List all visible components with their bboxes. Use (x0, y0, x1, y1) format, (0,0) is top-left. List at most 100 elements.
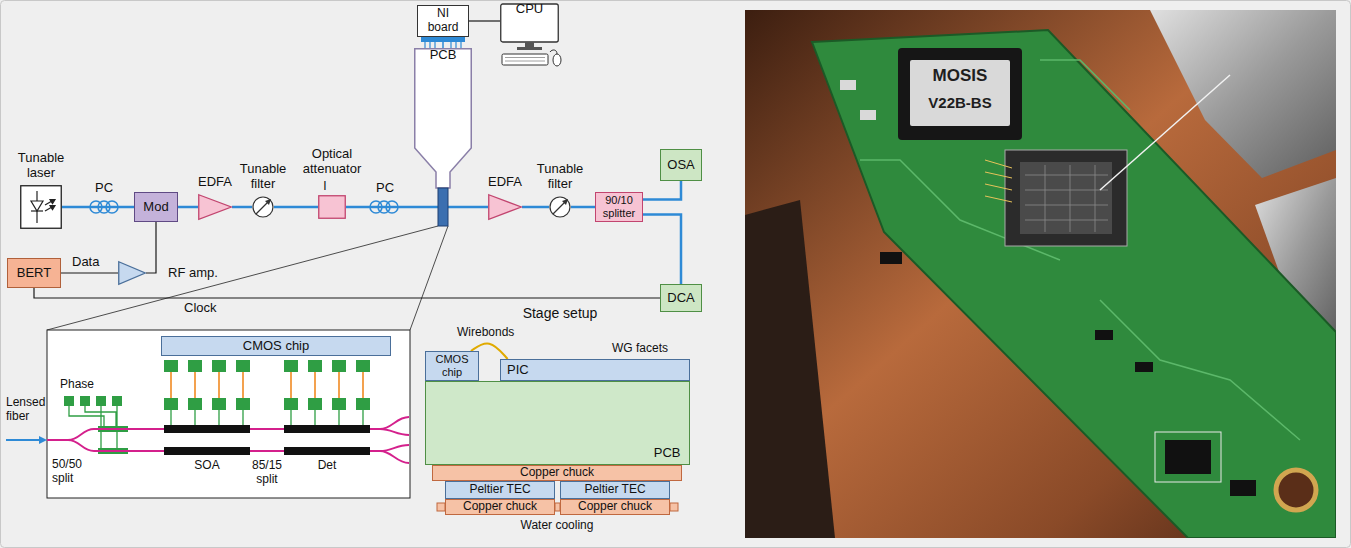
photo (745, 10, 1336, 538)
node-label: CMOS chip (243, 339, 309, 354)
optical-fiber (1100, 75, 1230, 190)
polarization-controller (106, 201, 118, 213)
node-label: CPU (500, 2, 559, 17)
signal-label: Clock (182, 301, 219, 316)
bond-pad (356, 360, 370, 372)
optical-fiber (346, 206, 438, 209)
tec-box: Peltier TEC (445, 481, 555, 499)
instrument-box: DCA (660, 284, 702, 312)
bond-pad (64, 396, 74, 406)
node-label: EDFA (198, 175, 232, 190)
instrument-box: OSA (660, 149, 702, 181)
ribbon-connector (421, 37, 465, 48)
optical-fiber (522, 206, 549, 209)
chip-package (898, 48, 1022, 140)
bond-pad (284, 360, 298, 372)
filter-symbol (252, 196, 274, 218)
attenuator-box (318, 195, 346, 219)
chip-box: CMOS chip (161, 336, 391, 356)
node-label: Optical attenuator (296, 147, 368, 177)
optical-fiber (643, 215, 681, 285)
chuck-box: Copper chuck (445, 499, 555, 515)
probe-tip (1150, 10, 1336, 178)
photonic-chip (438, 188, 448, 226)
soa-detector-electrode (284, 447, 370, 455)
filter-symbol: Tunable filter (235, 162, 291, 218)
chip-box: CMOS chip (425, 351, 479, 381)
bond-pad (212, 360, 226, 372)
part-label: SOA (194, 459, 219, 473)
bond-pad (164, 360, 178, 372)
optical-fiber (571, 206, 595, 209)
bond-wires (985, 160, 1012, 202)
phase-electrode (98, 426, 128, 454)
node-label: 90/10 splitter (598, 194, 640, 219)
node-label: PCB (654, 446, 681, 461)
amplifier-symbol (118, 261, 146, 285)
optical-fiber (448, 206, 488, 209)
zoom-line (47, 226, 438, 330)
signal-wire (34, 288, 660, 298)
filter-symbol (252, 196, 274, 218)
component (1165, 440, 1211, 474)
part-label: 85/15 split (247, 459, 287, 487)
zoom-line (410, 226, 448, 330)
tec-box: Peltier TEC (560, 481, 670, 499)
bond-pad (356, 398, 370, 410)
board-trace (1100, 300, 1300, 440)
node-label: Copper chuck (463, 500, 537, 514)
amplifier-symbol (489, 195, 522, 220)
chuck-box: Copper chuck (432, 465, 682, 481)
computer-icon: CPU (500, 0, 564, 68)
node-label: NI board (421, 7, 465, 35)
laser-source (20, 185, 62, 229)
bond-pad (80, 396, 90, 406)
node-label: OSA (667, 158, 694, 173)
lensed-fiber-arrow (6, 436, 47, 444)
node-label: PCB (414, 48, 472, 63)
computer-icon (517, 47, 542, 50)
instrument-box: BERT (7, 258, 61, 288)
circuit-board (812, 30, 1336, 538)
filter-symbol (550, 197, 570, 217)
bond-pad (236, 398, 250, 410)
amplifier-symbol (488, 194, 522, 220)
filter-symbol (253, 197, 273, 217)
pcb-outline (415, 49, 472, 188)
signal-wire (61, 272, 118, 273)
modulator-box: Mod (134, 192, 178, 222)
component (840, 80, 856, 90)
component-label: PC (376, 181, 394, 196)
bond-pad (308, 398, 322, 410)
node-label: Mod (143, 200, 168, 215)
bond-pad (164, 398, 178, 410)
amplifier-symbol (118, 261, 146, 285)
amplifier-symbol (119, 262, 146, 285)
node-label: RF amp. (168, 266, 218, 281)
panel-heading: Stage setup (523, 305, 598, 321)
node-label: Peltier TEC (469, 483, 530, 497)
chuck-tab (670, 503, 678, 511)
component (880, 252, 902, 264)
amplifier-symbol: RF amp. (118, 261, 218, 285)
pcb-carrier: PCB (414, 48, 472, 226)
waveguide (380, 451, 409, 463)
computer-icon: CPU (500, 2, 564, 68)
probe-shadow (745, 200, 835, 538)
component (1230, 480, 1256, 496)
soa-detector-electrode (284, 425, 370, 433)
amplifier-symbol (198, 194, 232, 220)
node-label: BERT (17, 266, 51, 281)
waveguide (380, 429, 409, 435)
bond-pad (284, 398, 298, 410)
filter-symbol: Tunable filter (532, 162, 588, 218)
laser-source (20, 185, 62, 229)
tuning-arrow (553, 202, 565, 214)
node-label: DCA (667, 291, 694, 306)
diode-symbol (36, 191, 37, 201)
bond-pad (112, 396, 122, 406)
bond-pad (308, 360, 322, 372)
pcb-carrier: PCB (414, 0, 472, 226)
interface-board: NI board (417, 5, 469, 37)
